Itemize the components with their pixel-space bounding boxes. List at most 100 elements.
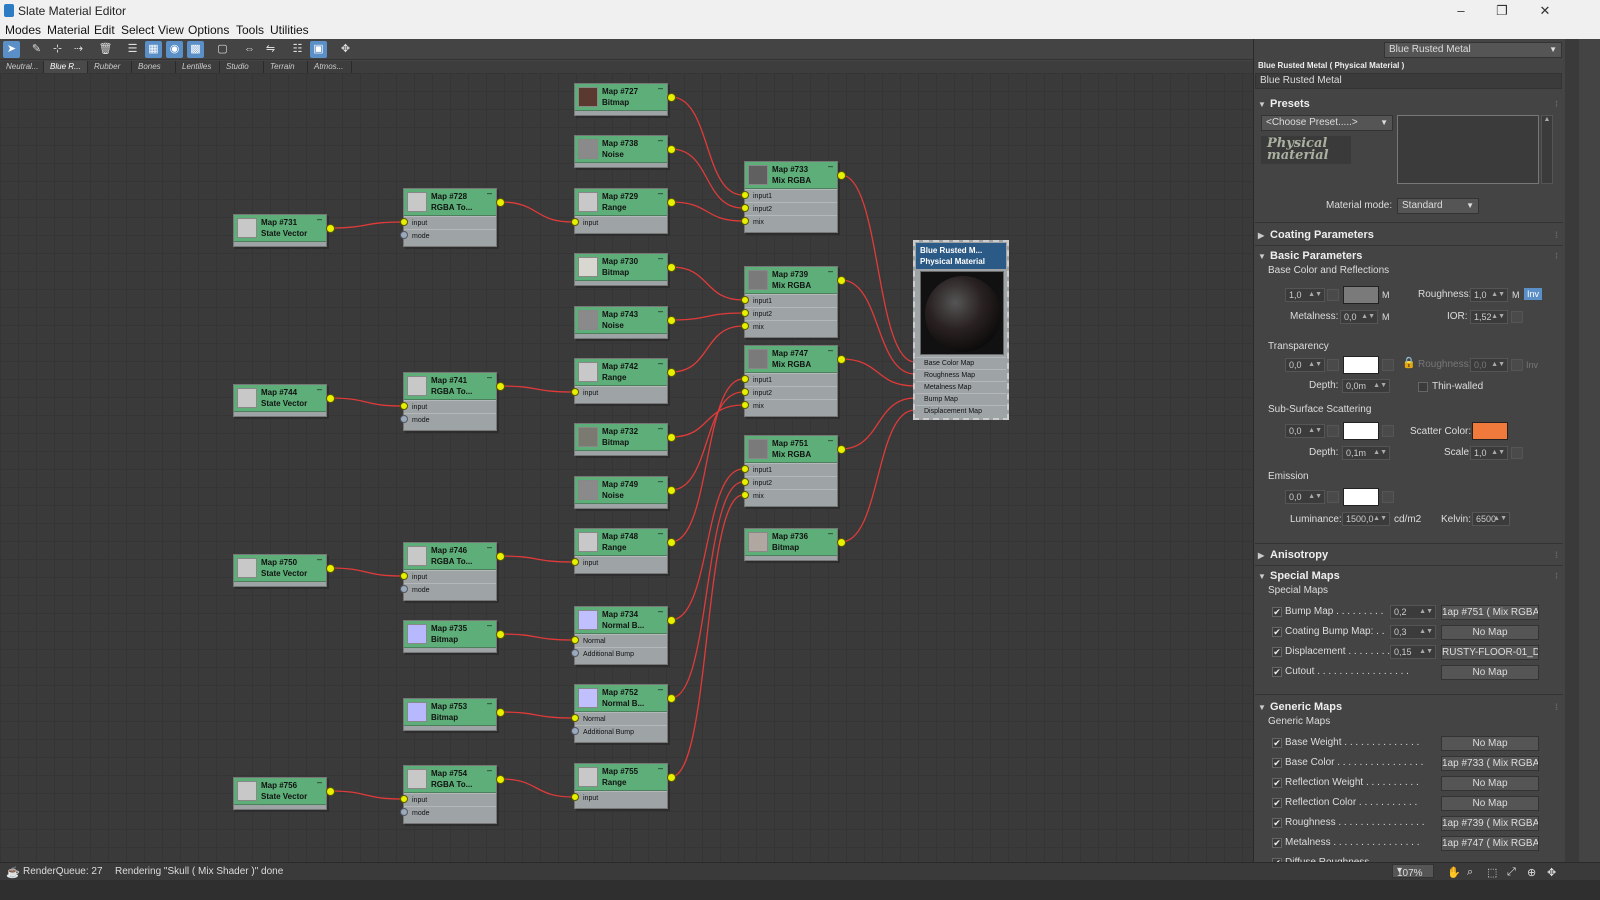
node-input-socket[interactable]: input <box>575 386 667 399</box>
input-port-734-0[interactable] <box>571 636 579 644</box>
zoom-extents-icon[interactable]: ⤢ <box>1507 866 1516 878</box>
collapse-icon[interactable]: – <box>657 253 663 263</box>
zoom-region-icon[interactable]: ⬚ <box>1487 867 1498 879</box>
close-button[interactable]: ✕ <box>1539 3 1551 18</box>
view-tab-neutral[interactable]: Neutral... <box>0 61 44 73</box>
output-port-747[interactable] <box>837 355 846 364</box>
emission-weight-spinner[interactable]: 0,0▲▼ <box>1285 490 1325 504</box>
node-list-icon[interactable]: ☷ <box>292 43 303 55</box>
pick-icon[interactable]: ⊹ <box>52 43 63 55</box>
ior-spinner[interactable]: 1,52▲▼ <box>1470 310 1508 324</box>
node-input-socket[interactable]: mix <box>745 399 837 412</box>
input-port-733-2[interactable] <box>741 217 749 225</box>
wire-731-to-728[interactable] <box>329 221 403 229</box>
roughness-spinner[interactable]: 1,0▲▼ <box>1470 288 1508 302</box>
special-map-button[interactable]: 1ap #751 ( Mix RGBA <box>1441 605 1539 620</box>
node-input-socket[interactable]: input1 <box>745 463 837 476</box>
wire-748-to-747[interactable] <box>670 378 744 543</box>
node-input-socket[interactable]: input2 <box>745 307 837 320</box>
snap-icon[interactable]: ✥ <box>340 43 351 55</box>
collapse-icon[interactable]: – <box>486 698 492 708</box>
input-port-734-1[interactable] <box>571 649 579 657</box>
collapse-icon[interactable]: – <box>316 214 322 224</box>
kelvin-spinner[interactable]: 6500▲▼ <box>1472 512 1510 526</box>
input-port-739-0[interactable] <box>741 296 749 304</box>
output-port-734[interactable] <box>667 616 676 625</box>
output-port-751[interactable] <box>837 445 846 454</box>
view-tab-blue-rusted[interactable]: Blue R... <box>44 61 88 73</box>
wire-741-to-742[interactable] <box>499 385 574 393</box>
options-icon[interactable]: ▣ <box>310 41 327 58</box>
anisotropy-rollout[interactable]: ▶Anisotropy⁞ <box>1258 547 1558 563</box>
view-tab-terrain[interactable]: Terrain <box>264 61 308 73</box>
wire-728-to-729[interactable] <box>499 201 574 223</box>
show-map-icon[interactable]: ▦ <box>145 41 162 58</box>
layout-icon[interactable]: ☰ <box>127 43 138 55</box>
socket-metalness-map[interactable]: Metalness Map <box>916 381 1006 393</box>
input-port-733-1[interactable] <box>741 204 749 212</box>
node-input-socket[interactable]: input <box>404 400 496 413</box>
node-input-socket[interactable]: mix <box>745 489 837 502</box>
node-input-socket[interactable]: mode <box>404 229 496 242</box>
base-weight-spinner[interactable]: 1,0▲▼ <box>1285 288 1325 302</box>
input-port-747-1[interactable] <box>741 388 749 396</box>
input-port-746-0[interactable] <box>400 572 408 580</box>
generic-map-button[interactable]: 1ap #747 ( Mix RGBA <box>1441 836 1539 851</box>
collapse-icon[interactable]: – <box>657 358 663 368</box>
output-port-735[interactable] <box>496 630 505 639</box>
output-port-727[interactable] <box>667 93 676 102</box>
hide-icon[interactable]: ▢ <box>217 43 228 55</box>
special-map-amount-spinner[interactable]: 0,3▲▼ <box>1390 625 1436 639</box>
material-dropdown[interactable]: Blue Rusted Metal▼ <box>1384 42 1562 58</box>
menu-utilities[interactable]: Utilities <box>270 23 309 37</box>
generic-maps-rollout[interactable]: ▼Generic Maps⁞ <box>1258 699 1558 715</box>
transparency-roughness-map-button[interactable] <box>1511 359 1523 371</box>
node-input-socket[interactable]: mix <box>745 320 837 333</box>
wire-746-to-748[interactable] <box>499 555 574 563</box>
node-input-socket[interactable]: input1 <box>745 373 837 386</box>
collapse-icon[interactable]: – <box>486 620 492 630</box>
wire-754-to-755[interactable] <box>499 778 574 798</box>
input-port-747-0[interactable] <box>741 375 749 383</box>
collapse-icon[interactable]: – <box>486 372 492 382</box>
socket-displacement-map[interactable]: Displacement Map <box>916 405 1006 417</box>
input-port-742-0[interactable] <box>571 388 579 396</box>
output-port-739[interactable] <box>837 276 846 285</box>
node-input-socket[interactable]: input1 <box>745 294 837 307</box>
pan-to-selected-icon[interactable]: ✥ <box>1547 867 1557 879</box>
node-input-socket[interactable]: input2 <box>745 476 837 489</box>
collapse-icon[interactable]: – <box>657 83 663 93</box>
zoom-dropdown[interactable]: 107% ▾ <box>1392 864 1434 879</box>
collapse-icon[interactable]: – <box>827 345 833 355</box>
maximize-button[interactable]: ❐ <box>1496 3 1508 18</box>
output-port-732[interactable] <box>667 433 676 442</box>
special-map-checkbox[interactable]: ✔ <box>1272 667 1282 677</box>
special-map-amount-spinner[interactable]: 0,15▲▼ <box>1390 645 1436 659</box>
menu-select[interactable]: Select <box>121 23 155 37</box>
wire-727-to-733[interactable] <box>670 96 744 196</box>
material-preview-icon[interactable]: ▩ <box>187 41 204 58</box>
collapse-icon[interactable]: – <box>316 384 322 394</box>
node-input-socket[interactable]: input2 <box>745 386 837 399</box>
view-tab-rubber[interactable]: Rubber <box>88 61 132 73</box>
generic-map-checkbox[interactable]: ✔ <box>1272 758 1282 768</box>
collapse-icon[interactable]: – <box>657 606 663 616</box>
wire-739-to-material[interactable] <box>840 279 916 375</box>
thin-walled-checkbox[interactable] <box>1418 382 1428 392</box>
metalness-spinner[interactable]: 0,0▲▼ <box>1340 310 1378 324</box>
emission-color-swatch[interactable] <box>1343 488 1379 506</box>
zoom-selected-icon[interactable]: ⊕ <box>1527 867 1537 879</box>
transparency-weight-spinner[interactable]: 0,0▲▼ <box>1285 358 1325 372</box>
node-input-socket[interactable]: input <box>404 570 496 583</box>
input-port-751-2[interactable] <box>741 491 749 499</box>
node-input-socket[interactable]: input2 <box>745 202 837 215</box>
